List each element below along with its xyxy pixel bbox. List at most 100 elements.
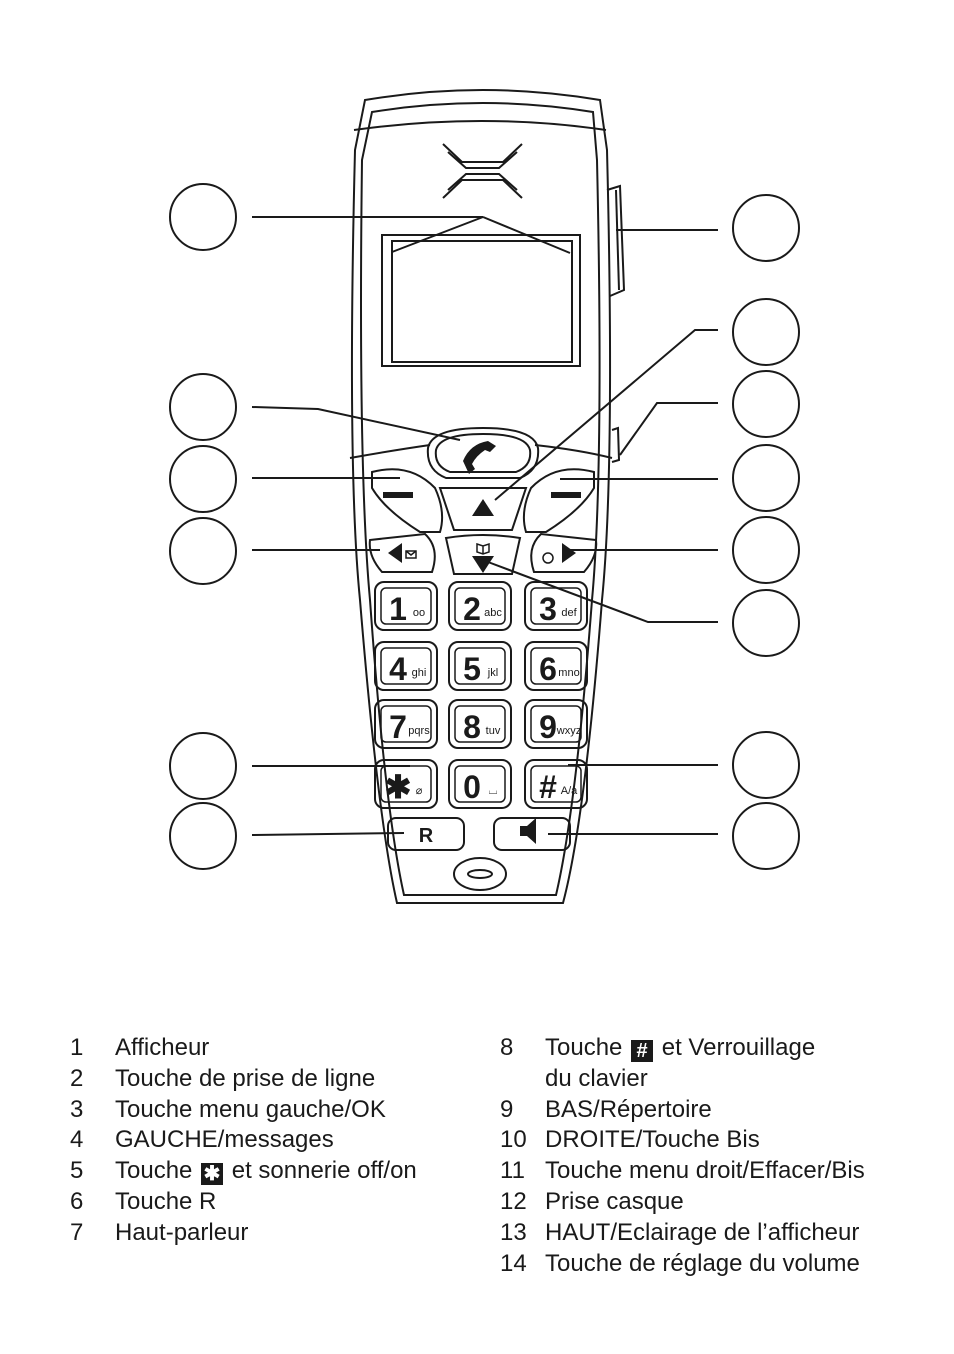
key-7-digit: 7 [389, 709, 407, 745]
talk-key-outline [426, 426, 540, 479]
key-6-inner [530, 647, 582, 685]
leader-line-6 [251, 832, 405, 836]
hash-key-icon: # [631, 1040, 654, 1062]
key-3-outline [524, 581, 588, 631]
key-12-letters: A/a [561, 785, 578, 797]
key-6-letters: mno [558, 667, 579, 679]
key-4-digit: 4 [389, 651, 407, 687]
key-4-outline [374, 641, 438, 691]
key-8-digit: 8 [463, 709, 481, 745]
key-5-inner [454, 647, 506, 685]
callout-circle-12 [732, 370, 800, 438]
key-12-digit: # [539, 769, 557, 805]
leader-line-2 [251, 406, 461, 441]
key-1-digit: 1 [389, 591, 407, 627]
callout-circle-3 [169, 445, 237, 513]
key-6-digit: 6 [539, 651, 557, 687]
key-11-letters: ⌴ [489, 785, 498, 797]
key-9-outline [524, 699, 588, 749]
r-key-label: R [419, 825, 434, 847]
leader-line-9 [487, 561, 718, 623]
leader-line-1 [252, 216, 571, 254]
key-3-letters: def [561, 607, 577, 619]
callout-circle-14 [732, 194, 800, 262]
key-1-letters: oo [413, 607, 425, 619]
key-2-outline [448, 581, 512, 631]
speaker-icon [520, 818, 536, 844]
callout-circle-4 [169, 517, 237, 585]
callout-circle-10 [732, 516, 800, 584]
key-5-letters: jkl [487, 667, 498, 679]
key-9-letters: wxyz [556, 725, 581, 737]
key-3-digit: 3 [539, 591, 557, 627]
callout-circle-11 [732, 444, 800, 512]
callout-circle-8 [732, 731, 800, 799]
callout-circle-6 [169, 802, 237, 870]
key-4-letters: ghi [412, 667, 427, 679]
key-2-letters: abc [484, 607, 502, 619]
key-7-inner [380, 705, 432, 743]
key-8-inner [454, 705, 506, 743]
volume-side-key [606, 184, 626, 297]
key-10-digit: ✱ [385, 769, 412, 805]
key-9-inner [530, 705, 582, 743]
key-11-inner [454, 765, 506, 803]
key-10-letters: ⌀ [416, 785, 423, 797]
key-8-letters: tuv [486, 725, 501, 737]
callout-circle-7 [732, 802, 800, 870]
key-1-inner [380, 587, 432, 625]
key-7-outline [374, 699, 438, 749]
callout-circle-5 [169, 732, 237, 800]
callout-circle-2 [169, 373, 237, 441]
callout-circle-9 [732, 589, 800, 657]
up-key [438, 487, 528, 531]
left-arrow-icon [388, 543, 402, 563]
down-key [444, 534, 522, 575]
left-dash-icon [383, 492, 413, 498]
leader-line-13 [494, 329, 718, 501]
callout-circle-13 [732, 298, 800, 366]
right-soft-key [522, 468, 595, 533]
envelope-icon [405, 550, 417, 559]
callout-circle-1 [169, 183, 237, 251]
star-key-icon: ✱ [201, 1163, 224, 1186]
key-12-outline [524, 759, 588, 809]
display-outer [381, 234, 581, 367]
key-9-digit: 9 [539, 709, 557, 745]
handset-inner-outline [360, 102, 601, 896]
redial-icon [542, 552, 554, 564]
key-12-inner [530, 765, 582, 803]
right-dash-icon [551, 492, 581, 498]
key-2-inner [454, 587, 506, 625]
key-7-letters: pqrs [408, 725, 430, 737]
key-11-digit: 0 [463, 769, 481, 805]
key-6-outline [524, 641, 588, 691]
key-10-outline [374, 759, 438, 809]
microphone [453, 857, 507, 891]
top-seam [353, 120, 607, 131]
handset-outline [350, 89, 612, 904]
down-arrow-icon [472, 556, 494, 573]
book-icon [476, 542, 490, 555]
display-inner [391, 240, 573, 363]
left-soft-key [371, 468, 444, 533]
key-8-outline [448, 699, 512, 749]
